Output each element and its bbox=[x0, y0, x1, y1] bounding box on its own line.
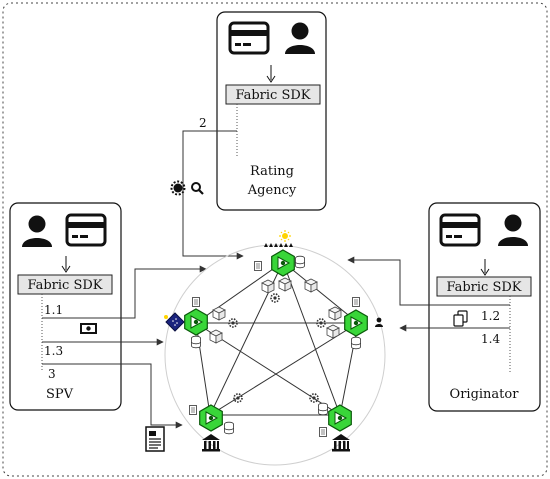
spv-connector-1-1 bbox=[42, 265, 207, 319]
bank-icon bbox=[332, 434, 350, 452]
network-pentagon bbox=[195, 261, 359, 416]
down-arrow-icon bbox=[61, 256, 71, 273]
peer-node-top bbox=[271, 249, 295, 277]
credit-card-icon bbox=[228, 21, 270, 55]
blockchain-network bbox=[164, 230, 386, 466]
sun-icon bbox=[164, 315, 168, 319]
spv-step-1-3: 1.3 bbox=[44, 344, 63, 358]
originator-sdk-label: Fabric SDK bbox=[446, 280, 521, 295]
ledger-cube-icon bbox=[326, 324, 340, 339]
document-icon bbox=[319, 427, 327, 437]
document-icon bbox=[189, 405, 197, 415]
rating-agency-name-line1: Rating bbox=[250, 164, 294, 179]
copy-documents-icon bbox=[453, 310, 468, 327]
down-arrow-icon bbox=[480, 259, 490, 276]
database-icon bbox=[351, 336, 361, 350]
ledger-cube-icon bbox=[212, 306, 226, 321]
credit-card-icon bbox=[65, 213, 107, 247]
magnifier-icon bbox=[191, 182, 204, 195]
rating-agency-step: 2 bbox=[199, 116, 207, 130]
peer-node-left bbox=[184, 308, 208, 336]
down-arrow-icon bbox=[266, 65, 276, 83]
spv-connector-3 bbox=[42, 363, 183, 429]
ledger-cube-icon bbox=[261, 279, 275, 294]
spv-name: SPV bbox=[46, 387, 74, 402]
gear-icon bbox=[233, 393, 243, 403]
document-icon bbox=[145, 426, 165, 452]
originator-step-1-2: 1.2 bbox=[481, 309, 500, 323]
database-icon bbox=[318, 402, 328, 416]
spv-panel: Fabric SDK 1.1 1.3 3 SPV bbox=[9, 202, 122, 411]
gear-icon bbox=[270, 293, 280, 303]
rating-agency-name-line2: Agency bbox=[247, 183, 297, 198]
spv-sdk-label: Fabric SDK bbox=[27, 278, 102, 293]
sun-icon bbox=[279, 230, 291, 242]
database-icon bbox=[191, 335, 201, 349]
originator-sdk-box bbox=[436, 276, 532, 297]
originator-connector-top bbox=[347, 256, 510, 306]
ledger-cube-icon bbox=[328, 306, 342, 321]
peer-node-bottom-left bbox=[199, 404, 223, 432]
ledger-cube-icon bbox=[304, 278, 318, 293]
bank-icon bbox=[202, 434, 220, 452]
database-icon bbox=[224, 421, 234, 435]
ledger-cube-icon bbox=[209, 329, 223, 344]
network-star-lines bbox=[194, 261, 360, 417]
cash-icon bbox=[80, 323, 97, 334]
document-icon bbox=[352, 297, 360, 307]
network-group-icon bbox=[264, 243, 293, 247]
spv-step-3: 3 bbox=[48, 367, 56, 381]
rating-agency-sdk-box bbox=[225, 84, 321, 105]
rating-agency-panel: Fabric SDK Rating Agency 2 bbox=[199, 11, 327, 211]
document-icon bbox=[192, 297, 200, 307]
star-node-icon bbox=[165, 312, 185, 332]
spv-sdk-box bbox=[17, 274, 113, 295]
originator-name: Originator bbox=[450, 387, 520, 402]
originator-step-1-4: 1.4 bbox=[481, 332, 500, 346]
peer-node-right bbox=[344, 309, 368, 337]
user-icon bbox=[375, 317, 383, 327]
peer-node-bottom-right bbox=[328, 404, 352, 432]
spv-step-1-1: 1.1 bbox=[44, 303, 63, 317]
rating-agency-sdk-label: Fabric SDK bbox=[235, 88, 310, 103]
gear-icon bbox=[170, 180, 186, 196]
gear-icon bbox=[309, 393, 319, 403]
credit-card-icon bbox=[439, 213, 481, 247]
document-icon bbox=[254, 261, 262, 271]
originator-panel: Fabric SDK 1.2 1.4 Originator bbox=[428, 202, 541, 412]
database-icon bbox=[295, 255, 305, 269]
ledger-cube-icon bbox=[278, 277, 292, 292]
